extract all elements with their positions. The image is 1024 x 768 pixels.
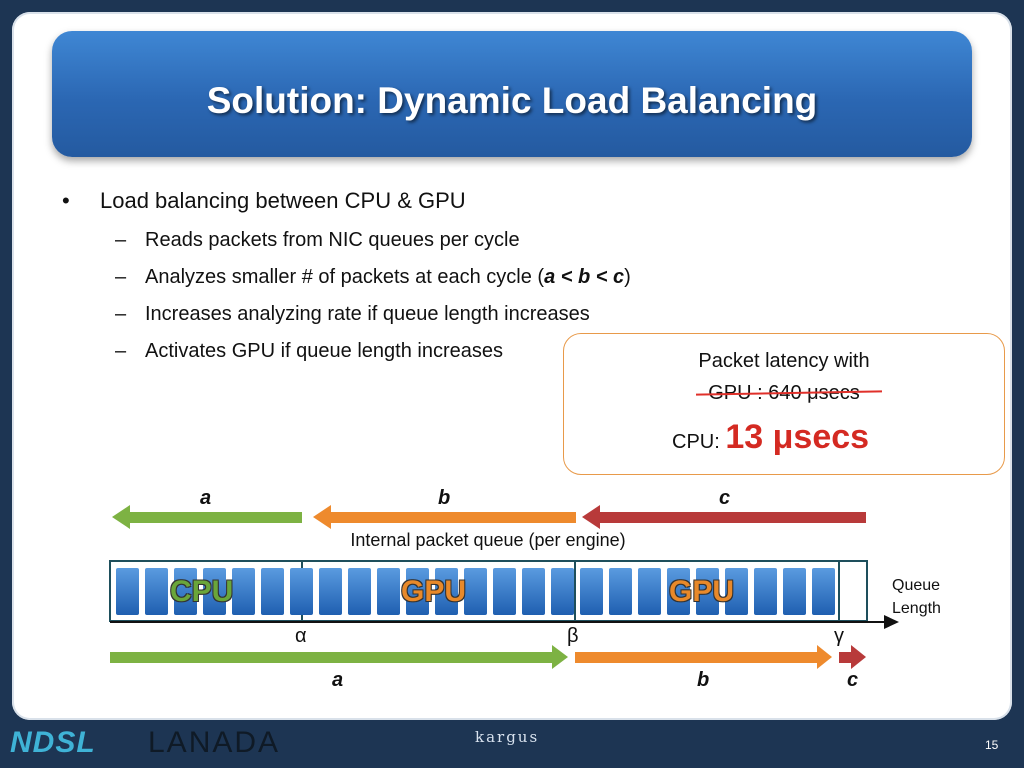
queue-cell (406, 568, 429, 615)
arrow-c-top (582, 505, 866, 529)
threshold-alpha: α (295, 625, 307, 647)
sub-bullet-1: Reads packets from NIC queues per cycle (145, 229, 520, 251)
arrow-c-bottom (839, 645, 866, 669)
queue-cell (638, 568, 661, 615)
queue-cell (261, 568, 284, 615)
queue-cell (377, 568, 400, 615)
inequality: a < b < c (544, 266, 625, 288)
cpu-latency-value: 13 μsecs (725, 418, 870, 456)
queue-cell (348, 568, 371, 615)
queue-cell (319, 568, 342, 615)
queue-caption: Internal packet queue (per engine) (350, 530, 626, 550)
ndsl-logo: NDSL (10, 726, 96, 759)
queue-cell (203, 568, 226, 615)
axis-label-length: Length (892, 600, 941, 617)
queue-cell (754, 568, 777, 615)
queue-cell (609, 568, 632, 615)
label-a-top: a (200, 487, 212, 509)
queue-cell (580, 568, 603, 615)
queue-cell (812, 568, 835, 615)
queue-cell (232, 568, 255, 615)
queue-cell (783, 568, 806, 615)
label-c-top: c (719, 487, 731, 509)
label-a-bottom: a (332, 669, 344, 691)
queue-cell (551, 568, 574, 615)
axis-arrowhead (884, 615, 899, 629)
queue-cell (145, 568, 168, 615)
queue-cell (290, 568, 313, 615)
queue-cell (493, 568, 516, 615)
sub-bullet-2: Analyzes smaller # of packets at each cy… (145, 266, 631, 288)
latency-callout: Packet latency with GPU : 640 μsecs CPU:… (563, 333, 1005, 475)
sub-bullet-3: Increases analyzing rate if queue length… (145, 303, 590, 325)
kargus-logo: kargus (475, 728, 540, 746)
label-b-bottom: b (697, 669, 710, 691)
label-c-bottom: c (847, 669, 859, 691)
queue-cell (522, 568, 545, 615)
engine-gpu-2: GPU (669, 575, 735, 608)
dash-glyph: – (115, 266, 127, 288)
queue-cell (464, 568, 487, 615)
arrow-b-top (313, 505, 576, 529)
page-number: 15 (985, 738, 999, 752)
engine-cpu: CPU (170, 575, 234, 608)
slide-title: Solution: Dynamic Load Balancing (206, 80, 818, 121)
threshold-gamma: γ (834, 625, 844, 647)
axis-label-queue: Queue (892, 577, 941, 594)
queue-cell (696, 568, 719, 615)
queue-cell (116, 568, 139, 615)
dash-glyph: – (115, 340, 127, 362)
engine-gpu-1: GPU (401, 575, 467, 608)
dash-glyph: – (115, 303, 127, 325)
callout-cpu-latency: CPU: 13 μsecs (672, 418, 870, 456)
footer: NDSL LANADA kargus 15 (0, 722, 1024, 768)
bullet-glyph: • (62, 188, 70, 213)
arrow-b-bottom (575, 645, 832, 669)
title-banner: Solution: Dynamic Load Balancing (52, 31, 972, 157)
sub-bullet-4: Activates GPU if queue length increases (145, 340, 503, 362)
queue-cell (435, 568, 458, 615)
lanada-logo: LANADA (148, 726, 281, 759)
queue-cell (725, 568, 748, 615)
label-b-top: b (438, 487, 451, 509)
arrow-a-bottom (110, 645, 568, 669)
callout-line1: Packet latency with (698, 350, 870, 372)
threshold-beta: β (567, 625, 579, 647)
arrow-a-top (112, 505, 302, 529)
queue-cell (174, 568, 197, 615)
bullet-main: Load balancing between CPU & GPU (100, 188, 466, 213)
dash-glyph: – (115, 229, 127, 251)
queue-cell (667, 568, 690, 615)
